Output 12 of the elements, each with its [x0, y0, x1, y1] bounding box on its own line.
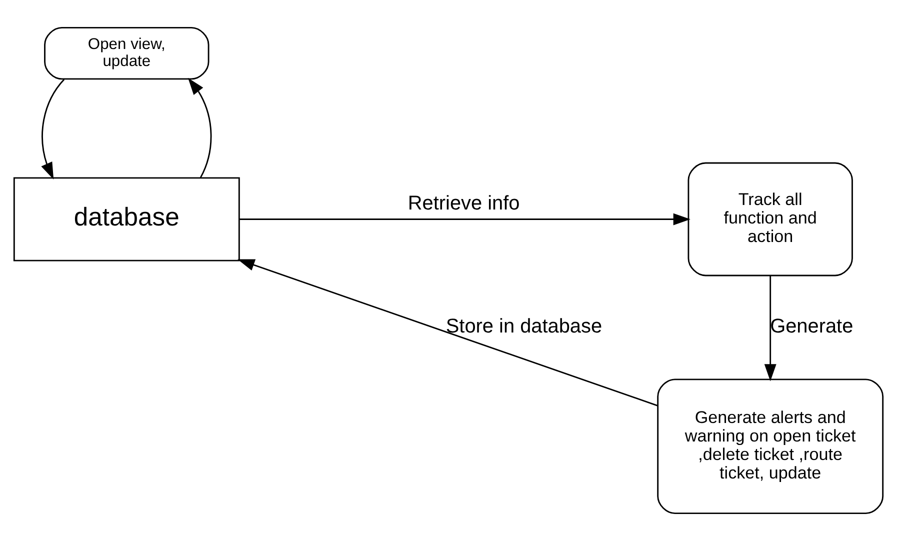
- edge-label: Retrieve info: [408, 192, 520, 215]
- edge-label: Store in database: [446, 316, 602, 338]
- arrow: [237, 259, 658, 406]
- node-box: Track all function and action: [688, 162, 853, 276]
- node-box: database: [13, 177, 240, 262]
- edge-label: Generate: [770, 316, 854, 338]
- arrow: [764, 276, 776, 382]
- node-box: Open view, update: [44, 26, 210, 80]
- arrow: [188, 78, 212, 178]
- arrow: [240, 213, 690, 226]
- arrow: [41, 79, 65, 180]
- node-box: Generate alerts and warning on open ticket ,delete ticket ,route ticket, update: [657, 378, 884, 514]
